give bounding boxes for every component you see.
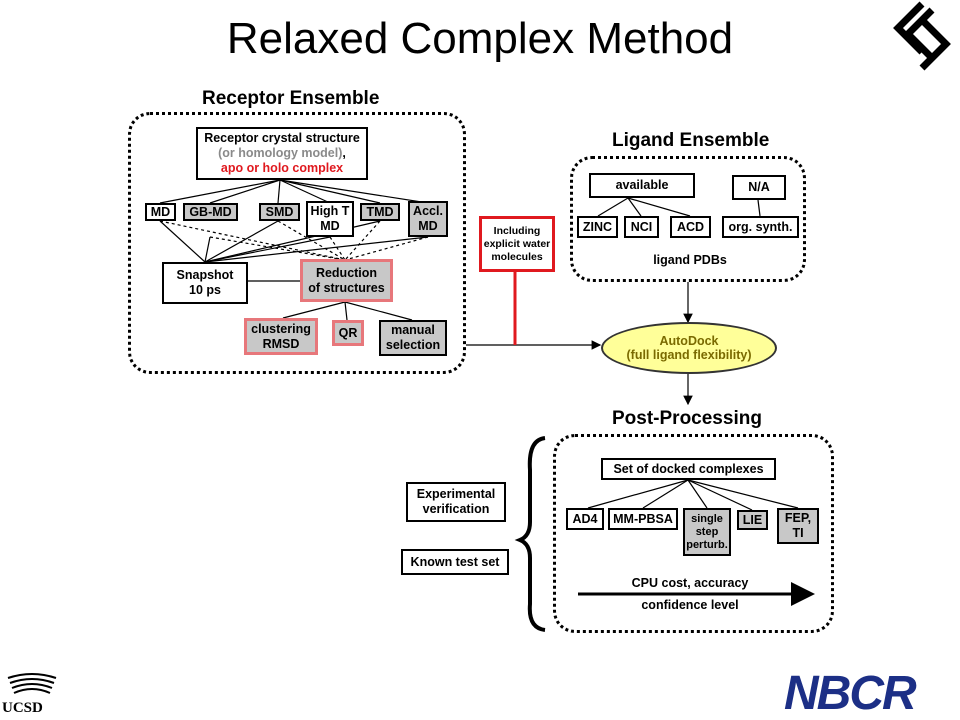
manual-selection-box: manual selection xyxy=(379,320,447,356)
accl-label: Accl. xyxy=(413,204,443,218)
acd-label: ACD xyxy=(676,219,705,234)
docked-complexes-label: Set of docked complexes xyxy=(613,461,764,476)
water-line1: Including xyxy=(493,224,541,237)
fep-ti-box: FEP, TI xyxy=(777,508,819,544)
ucsd-logo-text: UCSD xyxy=(2,700,43,716)
homology-model-label: (or homology model) xyxy=(218,146,343,160)
nci-label: NCI xyxy=(630,219,653,234)
qr-label: QR xyxy=(338,325,358,340)
single-step-perturb-box: single step perturb. xyxy=(683,508,731,556)
mm-pbsa-label: MM-PBSA xyxy=(613,511,673,526)
snapshot-box: Snapshot 10 ps xyxy=(162,262,248,304)
receptor-ensemble-region xyxy=(128,112,466,374)
clustering-rmsd-label: RMSD xyxy=(262,336,300,351)
explicit-water-box: Including explicit water molecules xyxy=(479,216,555,272)
na-label: N/A xyxy=(748,180,770,194)
crystal-structure-label: Receptor crystal structure xyxy=(204,131,360,145)
manual-label: manual xyxy=(391,323,435,337)
known-test-set-label: Known test set xyxy=(410,554,500,569)
step-label: step xyxy=(695,525,719,538)
snapshot-label: Snapshot xyxy=(176,268,234,282)
accl-md-box: Accl. MD xyxy=(408,201,448,237)
zinc-box: ZINC xyxy=(577,216,618,238)
high-t-md-label: MD xyxy=(320,219,340,233)
verification-label: verification xyxy=(422,502,490,516)
high-t-label: High T xyxy=(310,204,350,218)
receptor-ensemble-heading: Receptor Ensemble xyxy=(202,88,380,109)
receptor-crystal-structure-box: Receptor crystal structure (or homology … xyxy=(196,127,368,180)
post-processing-heading: Post-Processing xyxy=(612,408,762,429)
experimental-verification-box: Experimental verification xyxy=(406,482,506,522)
reduction-sub-label: of structures xyxy=(308,280,385,295)
ucsd-seal-icon xyxy=(7,673,57,694)
gbmd-label: GB-MD xyxy=(189,204,232,219)
qr-box: QR xyxy=(332,320,364,346)
page-title: Relaxed Complex Method xyxy=(226,14,734,63)
gbmd-box: GB-MD xyxy=(183,203,238,221)
md-label: MD xyxy=(150,204,171,219)
na-box: N/A xyxy=(732,175,786,200)
sdsc-logo-icon xyxy=(893,1,951,71)
autodock-node: AutoDock (full ligand flexibility) xyxy=(601,322,777,374)
tmd-label: TMD xyxy=(366,204,394,219)
known-test-set-box: Known test set xyxy=(401,549,509,575)
smd-box: SMD xyxy=(259,203,300,221)
accl-md-label: MD xyxy=(418,219,438,233)
ligand-ensemble-heading: Ligand Ensemble xyxy=(612,130,770,151)
docked-complexes-box: Set of docked complexes xyxy=(601,458,776,480)
high-t-md-box: High T MD xyxy=(306,201,354,237)
apo-holo-label: apo or holo complex xyxy=(220,161,344,175)
available-box: available xyxy=(589,173,695,198)
available-label: available xyxy=(615,178,669,192)
ad4-box: AD4 xyxy=(566,508,604,530)
snapshot-interval-label: 10 ps xyxy=(189,283,221,297)
smd-label: SMD xyxy=(265,204,294,219)
post-processing-region xyxy=(553,434,834,633)
homology-comma: , xyxy=(342,146,346,160)
clustering-box: clustering RMSD xyxy=(244,318,318,355)
single-label: single xyxy=(691,512,723,525)
org-synth-box: org. synth. xyxy=(722,216,799,238)
nbcr-logo: NBCR xyxy=(784,667,917,720)
lie-box: LIE xyxy=(737,510,768,530)
clustering-label: clustering xyxy=(251,321,311,336)
autodock-label: AutoDock xyxy=(659,334,719,348)
ti-label: TI xyxy=(792,526,804,540)
mm-pbsa-box: MM-PBSA xyxy=(608,508,678,530)
water-line2: explicit water xyxy=(483,237,551,250)
cpu-cost-label: CPU cost, accuracy xyxy=(631,576,749,590)
nci-box: NCI xyxy=(624,216,659,238)
confidence-level-label: confidence level xyxy=(641,598,739,612)
autodock-sub-label: (full ligand flexibility) xyxy=(626,348,752,362)
ad4-label: AD4 xyxy=(572,511,598,526)
reduction-label: Reduction xyxy=(315,265,378,280)
md-box: MD xyxy=(145,203,176,221)
perturb-label: perturb. xyxy=(686,538,728,551)
lie-label: LIE xyxy=(742,512,763,527)
water-line3: molecules xyxy=(491,250,543,263)
acd-box: ACD xyxy=(670,216,711,238)
zinc-label: ZINC xyxy=(582,219,613,234)
reduction-box: Reduction of structures xyxy=(300,259,393,302)
fep-label: FEP, xyxy=(784,511,812,525)
manual-selection-label: selection xyxy=(385,338,441,352)
tmd-box: TMD xyxy=(360,203,400,221)
org-synth-label: org. synth. xyxy=(728,219,793,234)
ligand-ensemble-region xyxy=(570,156,806,282)
ligand-pdbs-label: ligand PDBs xyxy=(653,253,727,267)
experimental-label: Experimental xyxy=(416,487,496,501)
